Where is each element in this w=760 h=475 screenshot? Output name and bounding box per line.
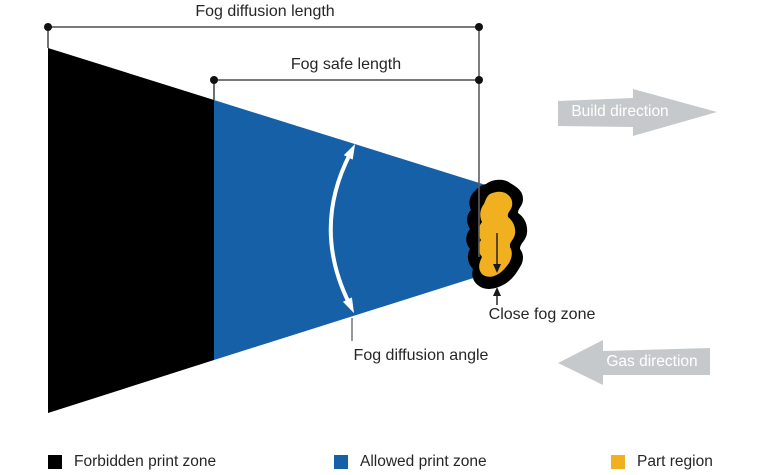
legend-swatch-allowed	[334, 455, 348, 469]
fog-diffusion-angle-arc	[328, 144, 356, 314]
fog-safe-length-label: Fog safe length	[290, 56, 402, 73]
legend-item-allowed: Allowed print zone	[334, 454, 487, 470]
gas-direction-label: Gas direction	[606, 353, 698, 370]
close-fog-zone-label: Close fog zone	[488, 306, 596, 323]
legend-item-label: Part region	[637, 453, 713, 470]
gas-direction-arrow	[558, 340, 710, 385]
forbidden-print-zone-shape	[48, 48, 214, 413]
build-direction-label: Build direction	[571, 103, 669, 120]
fog-diffusion-length-label: Fog diffusion length	[195, 3, 335, 20]
fog-diffusion-length-dimension	[47, 26, 479, 48]
arc-arrowhead-top	[343, 144, 356, 160]
legend-item-label: Forbidden print zone	[74, 453, 217, 470]
legend-swatch-part	[611, 455, 625, 469]
arc-arrowhead-bottom	[342, 297, 354, 314]
close-fog-zone-pointer-down	[493, 233, 501, 273]
allowed-print-zone-shape	[214, 100, 505, 360]
legend-item-forbidden: Forbidden print zone	[48, 454, 216, 470]
fog-safe-length-dimension	[213, 79, 479, 100]
legend-item-part: Part region	[611, 454, 713, 470]
legend-item-label: Allowed print zone	[360, 453, 487, 470]
dimension-dots	[44, 23, 483, 84]
build-direction-arrow	[558, 89, 717, 136]
close-fog-zone-pointer-up	[493, 287, 501, 305]
fog-diffusion-angle-label: Fog diffusion angle	[353, 347, 489, 364]
legend-swatch-forbidden	[48, 455, 62, 469]
